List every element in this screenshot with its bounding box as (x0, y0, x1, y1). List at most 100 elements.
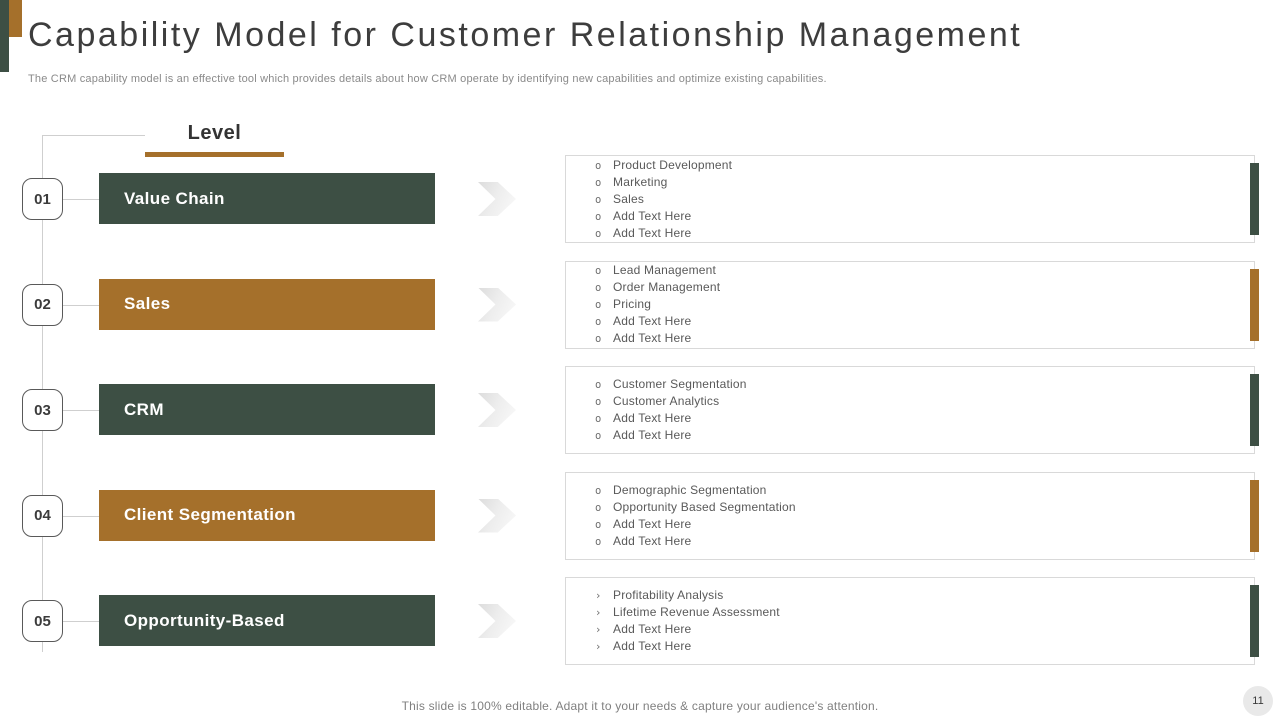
bullet-item: › Add Text Here (595, 638, 1254, 655)
bullet-item: o Add Text Here (595, 330, 1254, 347)
bullet-item: o Sales (595, 191, 1254, 208)
bullet-text: Customer Segmentation (613, 377, 747, 391)
bullet-item: o Customer Segmentation (595, 376, 1254, 393)
bullet-text: Pricing (613, 297, 652, 311)
bullet-marker: o (595, 227, 602, 240)
bullet-item: o Customer Analytics (595, 393, 1254, 410)
chevron-right-icon (478, 182, 516, 216)
bullet-text: Demographic Segmentation (613, 482, 767, 497)
bullet-text: Marketing (613, 174, 668, 189)
bullet-marker: o (595, 413, 602, 425)
bullet-text: Add Text Here (613, 225, 692, 240)
capability-detail-box: › Profitability Analysis › Lifetime Revenue… (565, 577, 1259, 665)
bullet-marker: o (595, 176, 602, 189)
bullet-marker: o (595, 159, 602, 172)
level-underline (145, 152, 284, 157)
detail-box-accent-bar (1250, 374, 1259, 446)
bullet-text: Add Text Here (613, 411, 692, 425)
bullet-item: o Lead Management (595, 262, 1254, 279)
bullet-text: Customer Analytics (613, 394, 720, 408)
detail-box-accent-bar (1250, 479, 1259, 552)
bullet-marker: o (595, 396, 602, 408)
detail-box-accent-bar (1250, 585, 1259, 657)
bullet-marker: › (595, 590, 602, 602)
corner-accent-green (0, 0, 9, 72)
bullet-text: Add Text Here (613, 533, 692, 548)
bullet-marker: › (595, 641, 602, 653)
bullet-item: o Add Text Here (595, 410, 1254, 427)
capability-bar: CRM (99, 384, 435, 435)
bullet-marker: o (595, 379, 602, 391)
capability-bar: Sales (99, 278, 435, 330)
capability-bar: Opportunity-Based (99, 595, 435, 646)
bullet-item: o Add Text Here (595, 313, 1254, 330)
bullet-text: Add Text Here (613, 314, 692, 328)
detail-box-accent-bar (1250, 163, 1259, 235)
bullet-marker: o (595, 265, 602, 277)
detail-box-accent-bar (1250, 268, 1259, 341)
bullet-item: o Demographic Segmentation (595, 482, 1254, 499)
row-connector-line (63, 304, 99, 306)
row-connector-line (63, 515, 99, 517)
bullet-marker: o (595, 501, 602, 514)
bullet-marker: › (595, 624, 602, 636)
bullet-text: Add Text Here (613, 208, 692, 223)
bullet-text: Add Text Here (613, 516, 692, 531)
capability-bar: Client Segmentation (99, 489, 435, 541)
level-number-box: 05 (22, 600, 63, 642)
capability-row: 04 Client Segmentation o Demographic Segm… (0, 471, 1280, 560)
row-connector-line (63, 621, 99, 622)
chevron-right-icon (478, 287, 516, 322)
connector-spine-top (42, 135, 145, 136)
bullet-text: Sales (613, 191, 645, 206)
bullet-marker: o (595, 316, 602, 328)
level-number-box: 01 (22, 178, 63, 220)
page-subtitle: The CRM capability model is an effective… (28, 73, 827, 85)
bullet-text: Add Text Here (613, 331, 692, 345)
capability-row: 05 Opportunity-Based › Profitability Anal… (0, 577, 1280, 665)
bullet-text: Add Text Here (613, 639, 692, 653)
bullet-item: › Lifetime Revenue Assessment (595, 604, 1254, 621)
bullet-marker: o (595, 333, 602, 345)
bullet-marker: o (595, 518, 602, 531)
chevron-right-icon (478, 604, 516, 638)
bullet-item: o Add Text Here (595, 516, 1254, 533)
bullet-item: o Add Text Here (595, 533, 1254, 550)
level-number-box: 04 (22, 494, 63, 537)
bullet-item: o Add Text Here (595, 208, 1254, 225)
bullet-item: › Profitability Analysis (595, 587, 1254, 604)
bullet-marker: o (595, 210, 602, 223)
bullet-marker: o (595, 430, 602, 442)
bullet-text: Profitability Analysis (613, 588, 724, 602)
row-connector-line (63, 410, 99, 411)
bullet-marker: › (595, 607, 602, 619)
bullet-item: ›Add Text Here (595, 621, 1254, 638)
bullet-text: Lead Management (613, 263, 717, 277)
chevron-right-icon (478, 498, 516, 533)
footer-note: This slide is 100% editable. Adapt it to… (401, 699, 879, 713)
bullet-marker: o (595, 484, 602, 497)
bullet-marker: o (595, 193, 602, 206)
bullet-item: o Add Text Here (595, 427, 1254, 444)
bullet-text: Add Text Here (613, 428, 692, 442)
bullet-text: Order Management (613, 280, 721, 294)
bullet-text: Product Development (613, 157, 733, 172)
bullet-item: o Opportunity Based Segmentation (595, 499, 1254, 516)
bullet-list: › Profitability Analysis › Lifetime Revenue… (595, 587, 1254, 655)
bullet-marker: o (595, 535, 602, 548)
row-connector-line (63, 199, 99, 200)
bullet-text: Lifetime Revenue Assessment (613, 605, 780, 619)
chevron-right-icon (478, 393, 516, 427)
bullet-text: Opportunity Based Segmentation (613, 499, 796, 514)
